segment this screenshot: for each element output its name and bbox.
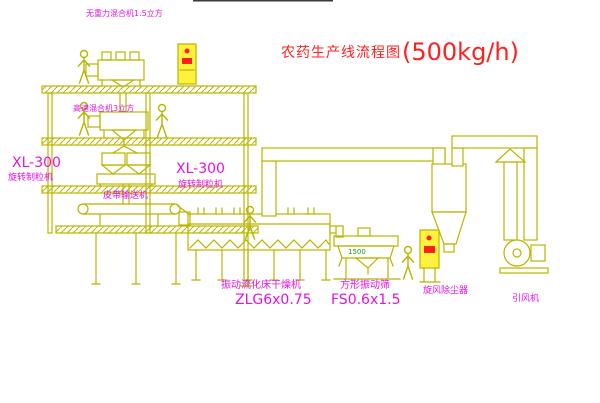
label-granulator-left-name: 旋转制粒机 [8, 173, 54, 183]
title-text: 农药生产线流程图 [281, 45, 401, 61]
label-sieve-dimension: 1500 [348, 248, 366, 256]
label-mixer2: 高速混合机3立方 [73, 104, 135, 113]
label-conveyor: 皮带输送机 [103, 191, 149, 201]
title-capacity: (500kg/h) [402, 38, 519, 66]
person-figure-3 [155, 103, 169, 138]
control-panel-1 [177, 43, 197, 85]
building-structure [41, 85, 259, 287]
label-mixer1: 无重力混合机1.5立方 [86, 9, 163, 18]
mixer-1 [85, 51, 145, 113]
window-edge-artifact [193, 0, 333, 2]
label-granulator-mid-name: 旋转制粒机 [178, 180, 224, 190]
label-cyclone: 旋风除尘器 [423, 286, 469, 296]
label-dryer-name: 振动流化床干燥机 [221, 280, 301, 291]
exhaust-duct-main [261, 147, 446, 217]
label-sieve-name: 方形振动筛 [340, 280, 390, 291]
vibrating-sieve [329, 225, 401, 280]
granulator-unit [96, 152, 156, 205]
induced-draft-fan [499, 239, 549, 274]
label-granulator-left-model: XL-300 [12, 155, 61, 171]
person-figure-5 [401, 245, 415, 280]
fluid-bed-dryer [187, 207, 331, 281]
person-figure-4 [243, 205, 257, 240]
exhaust-duct-secondary [451, 135, 538, 241]
label-granulator-mid-model: XL-300 [176, 161, 225, 177]
diagram-title: 农药生产线流程图 (500kg/h) [281, 38, 519, 66]
person-figure-1 [77, 49, 91, 84]
mixer-2 [87, 111, 149, 154]
exhaust-stack [494, 148, 527, 241]
label-sieve-model: FS0.6x1.5 [331, 292, 401, 308]
belt-conveyor [77, 203, 191, 227]
control-panel-2 [419, 229, 441, 283]
label-dryer-model: ZLG6x0.75 [235, 292, 312, 308]
label-fan: 引风机 [512, 294, 540, 304]
cyclone-separator [431, 147, 467, 253]
